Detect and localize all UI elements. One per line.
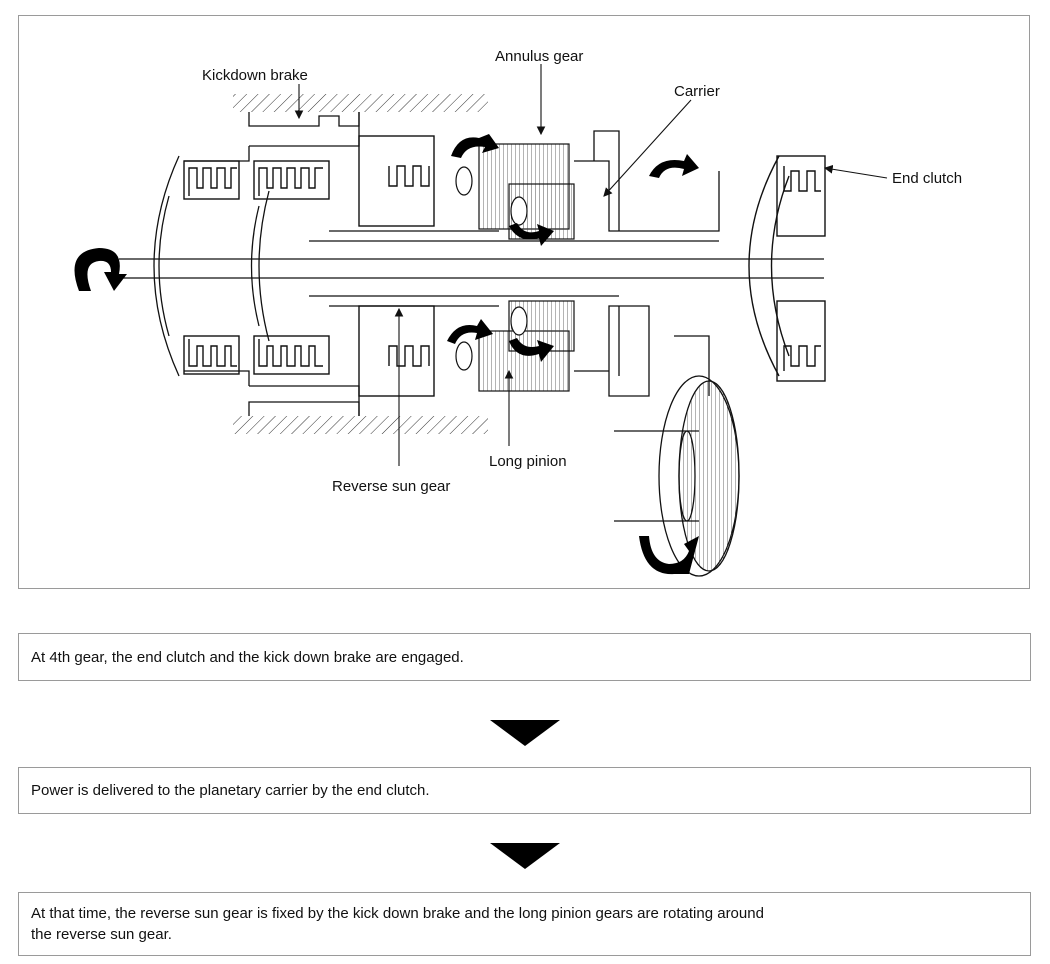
down-arrow-icon <box>490 720 560 746</box>
label-long-pinion: Long pinion <box>489 453 567 470</box>
output-gear <box>614 335 740 577</box>
step-text-1: At 4th gear, the end clutch and the kick… <box>31 648 464 666</box>
reverse-sun-rotation-arrow <box>447 319 493 344</box>
step-box-2: Power is delivered to the planetary carr… <box>18 767 1031 814</box>
rotation-arrows <box>74 134 699 575</box>
main-shaft <box>119 230 824 307</box>
step-box-1: At 4th gear, the end clutch and the kick… <box>18 633 1031 681</box>
gear-diagram-frame: Kickdown brake Annulus gear Carrier End … <box>18 15 1030 589</box>
carrier-frame <box>574 130 720 397</box>
label-kickdown-brake: Kickdown brake <box>202 67 308 84</box>
carrier-rotation-arrow <box>649 154 699 178</box>
label-carrier: Carrier <box>674 83 720 100</box>
label-annulus-gear: Annulus gear <box>495 48 583 65</box>
label-end-clutch: End clutch <box>892 170 962 187</box>
step-text-3: At that time, the reverse sun gear is fi… <box>31 905 764 943</box>
sun-rotation-arrow-top <box>509 223 554 246</box>
output-rotation-arrow <box>639 536 699 575</box>
input-rotation-arrow <box>74 248 127 291</box>
end-clutch-assembly <box>748 155 826 382</box>
label-reverse-sun-gear: Reverse sun gear <box>332 478 450 495</box>
housing-top-hatch <box>233 94 488 112</box>
housing-outline <box>153 112 360 416</box>
step-text-2: Power is delivered to the planetary carr… <box>31 782 430 799</box>
annulus-rotation-arrow <box>451 134 499 158</box>
step-box-3: At that time, the reverse sun gear is fi… <box>18 892 1031 956</box>
pinion-rotation-arrow <box>509 338 554 362</box>
clutch-packs-left <box>183 135 435 397</box>
down-arrow-icon <box>490 843 560 869</box>
planetary-gear-diagram: Kickdown brake Annulus gear Carrier End … <box>74 48 962 577</box>
leader-lines <box>294 64 888 466</box>
planetary-gears <box>455 143 575 392</box>
housing-bottom-hatch <box>233 416 488 434</box>
